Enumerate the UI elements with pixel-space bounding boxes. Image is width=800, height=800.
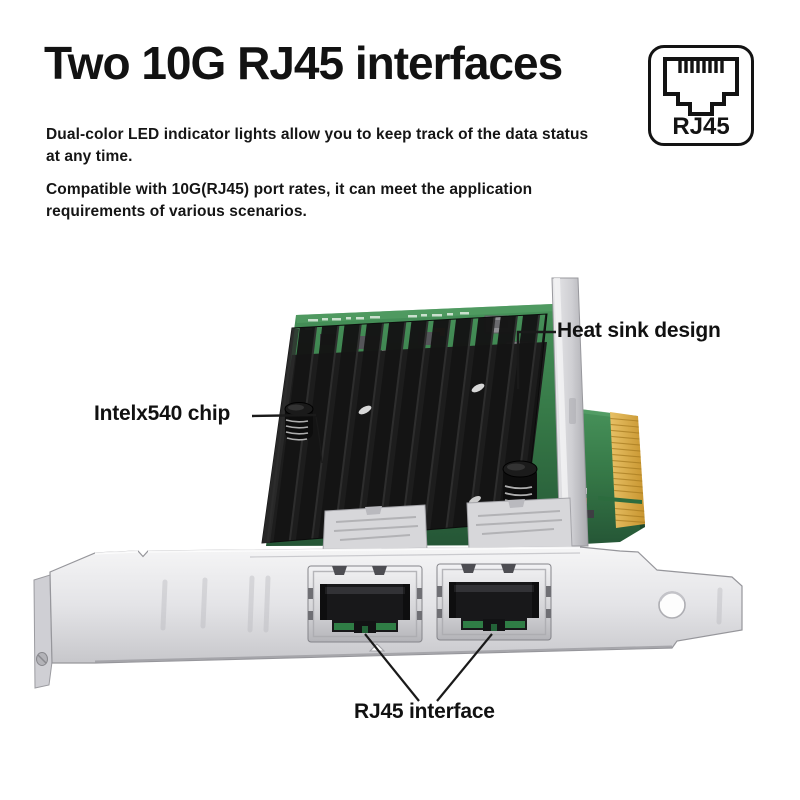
heatsink-pushpin-right (502, 460, 538, 510)
rj45-port-1 (307, 565, 423, 643)
product-title: Two 10G RJ45 interfaces (44, 37, 563, 89)
rj45-port-icon (663, 57, 739, 116)
callout-line-ports (364, 633, 493, 702)
description-dual-led: Dual-color LED indicator lights allow yo… (46, 126, 589, 165)
callout-line-heatsink (516, 330, 556, 389)
callout-label-chip: Intelx540 chip (94, 402, 231, 425)
product-photo (33, 277, 743, 702)
callout-line-chip (251, 413, 323, 464)
rj45-badge-label: RJ45 (672, 113, 730, 140)
callout-label-heatsink: Heat sink design (557, 319, 721, 342)
rj45-badge: RJ45 (648, 45, 754, 146)
callout-label-ports: RJ45 interface (354, 700, 495, 723)
heatsink (261, 313, 548, 544)
port-shield-left (322, 504, 428, 553)
description-compatibility: Compatible with 10G(RJ45) port rates, it… (46, 181, 533, 220)
bracket-screw-hole (658, 591, 686, 619)
heatsink-pushpin-left (284, 402, 314, 441)
rj45-port-2 (436, 563, 552, 641)
port-shield-right (466, 497, 573, 551)
bracket-top-strip (551, 277, 589, 547)
